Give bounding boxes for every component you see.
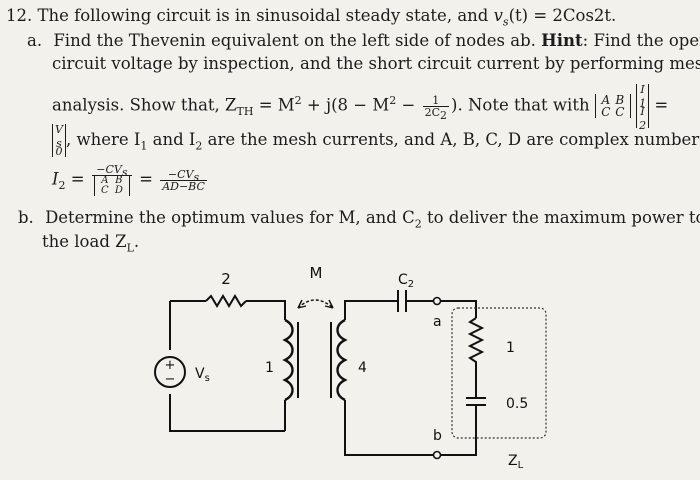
node-b-label: b [433,428,442,444]
problem-intro: The following circuit is in sinusoidal s… [37,6,489,25]
vs-symbol: vs [493,6,509,29]
problem-number: 12. [6,6,33,25]
part-a-text-3a: analysis. Show that, Z [52,95,237,115]
source-minus: − [165,372,176,387]
part-a-text-2: circuit voltage by inspection, and the s… [52,54,700,73]
wire-bottom-left [169,394,285,432]
resistor-2 [205,294,247,308]
part-b-line-1: b. Determine the optimum values for M, a… [18,208,700,231]
wire-top-mid [246,300,286,320]
wire-load-top [440,300,477,318]
l2-label: 4 [358,360,367,376]
load-resistor-1 [467,317,485,398]
mutual-inductance-arrow [297,299,334,309]
vs-expression: (t) = 2Cos2t. [508,6,617,25]
inductor-l2 [330,318,348,402]
part-a-line-2: circuit voltage by inspection, and the s… [52,54,700,74]
terminal-a [432,296,442,306]
mutual-label: M [310,264,323,282]
part-a-text-1: Find the Thevenin equivalent on the left… [53,31,536,50]
load-c-label: 0.5 [506,396,528,412]
source-plus: + [165,358,176,373]
node-a-label: a [433,314,442,330]
load-box [451,307,547,439]
fraction-1-over-2c2: 1 2C2 [422,93,450,122]
i2-closed-fraction: −CVs AD−BC [160,167,207,193]
inductor-l1 [282,318,299,402]
load-r-label: 1 [506,340,515,356]
wire-l2-bottom [344,400,435,456]
resistor-label: 2 [221,270,231,288]
problem-statement: 12. The following circuit is in sinusoid… [6,6,617,29]
part-a-line-1: a. Find the Thevenin equivalent on the l… [27,31,700,51]
part-a-text-1b: : Find the open [582,31,700,50]
source-label: Vs [195,366,210,384]
part-b-line-2: the load ZL. [42,232,140,255]
part-b-label: b. [18,208,34,227]
part-a-line-3: analysis. Show that, ZTH = M2 + j(8 − M2… [52,83,669,133]
voltage-source [154,356,186,388]
cap-label: C2 [398,272,414,290]
terminal-b [432,450,442,460]
l1-label: 1 [265,360,274,376]
wire-l2-top [344,300,398,320]
load-label: ZL [508,453,524,471]
wire-load-bottom [440,405,477,456]
hint-label: Hint [541,31,583,50]
part-a-label: a. [27,31,43,50]
